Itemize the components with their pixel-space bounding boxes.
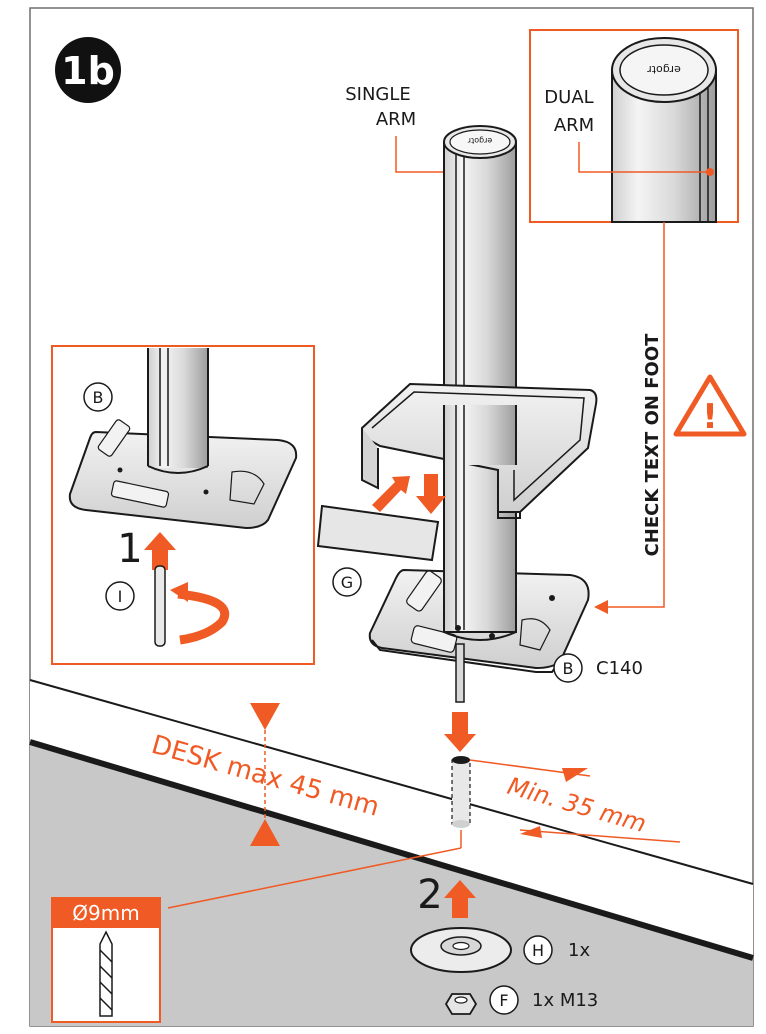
- part-f-qty: 1x M13: [532, 990, 598, 1011]
- part-b-label: B C140: [553, 653, 643, 683]
- inset-pin-part: I: [118, 587, 123, 606]
- svg-text:!: !: [702, 397, 718, 437]
- step-2-number: 2: [417, 872, 442, 918]
- part-h-qty: 1x: [568, 940, 590, 961]
- drill-bit-icon: [99, 930, 113, 1017]
- part-f-label: F 1x M13: [489, 985, 598, 1015]
- drill-callout: Ø9mm: [51, 830, 462, 1023]
- up-arrow-icon: [144, 532, 176, 570]
- washer-icon: [410, 927, 512, 973]
- dual-arm-line1: DUAL: [544, 87, 593, 108]
- svg-text:F: F: [499, 991, 508, 1010]
- check-text-label: CHECK TEXT ON FOOT: [642, 333, 663, 557]
- down-arrow-icon: [444, 712, 476, 752]
- step-badge: 1b: [55, 37, 121, 103]
- single-arm-line2: ARM: [376, 109, 416, 130]
- drill-size-label: Ø9mm: [72, 901, 139, 925]
- desk: [29, 679, 754, 1026]
- base-inset: B 1 I: [51, 345, 315, 665]
- single-arm-label: SINGLE ARM: [345, 84, 466, 176]
- inset-part-b: B: [93, 388, 104, 407]
- pin: [154, 565, 166, 647]
- pole-assembly: ergotr: [361, 125, 598, 752]
- check-text-callout: CHECK TEXT ON FOOT: [594, 222, 665, 614]
- svg-text:G: G: [341, 573, 353, 592]
- part-g-label: G: [332, 567, 362, 597]
- svg-text:ergotr: ergotr: [647, 63, 681, 76]
- single-arm-line1: SINGLE: [345, 84, 411, 105]
- part-b-code: C140: [596, 658, 643, 679]
- dual-arm-inset: ergotr DUAL ARM: [529, 29, 739, 223]
- svg-text:B: B: [563, 659, 574, 678]
- inset-step-number: 1: [117, 526, 142, 572]
- adhesive-strip: [316, 504, 440, 562]
- nut-icon: [444, 993, 478, 1015]
- rotate-arrow-icon: [177, 589, 230, 645]
- part-h-label: H 1x: [523, 935, 590, 965]
- dual-arm-line2: ARM: [554, 115, 594, 136]
- warning-triangle-icon: !: [673, 374, 747, 437]
- up-arrow-2-icon: [444, 880, 476, 918]
- step-2: 2: [417, 872, 476, 918]
- svg-text:H: H: [532, 941, 544, 960]
- step-badge-text: 1b: [61, 49, 115, 93]
- svg-text:ergotr: ergotr: [467, 136, 492, 145]
